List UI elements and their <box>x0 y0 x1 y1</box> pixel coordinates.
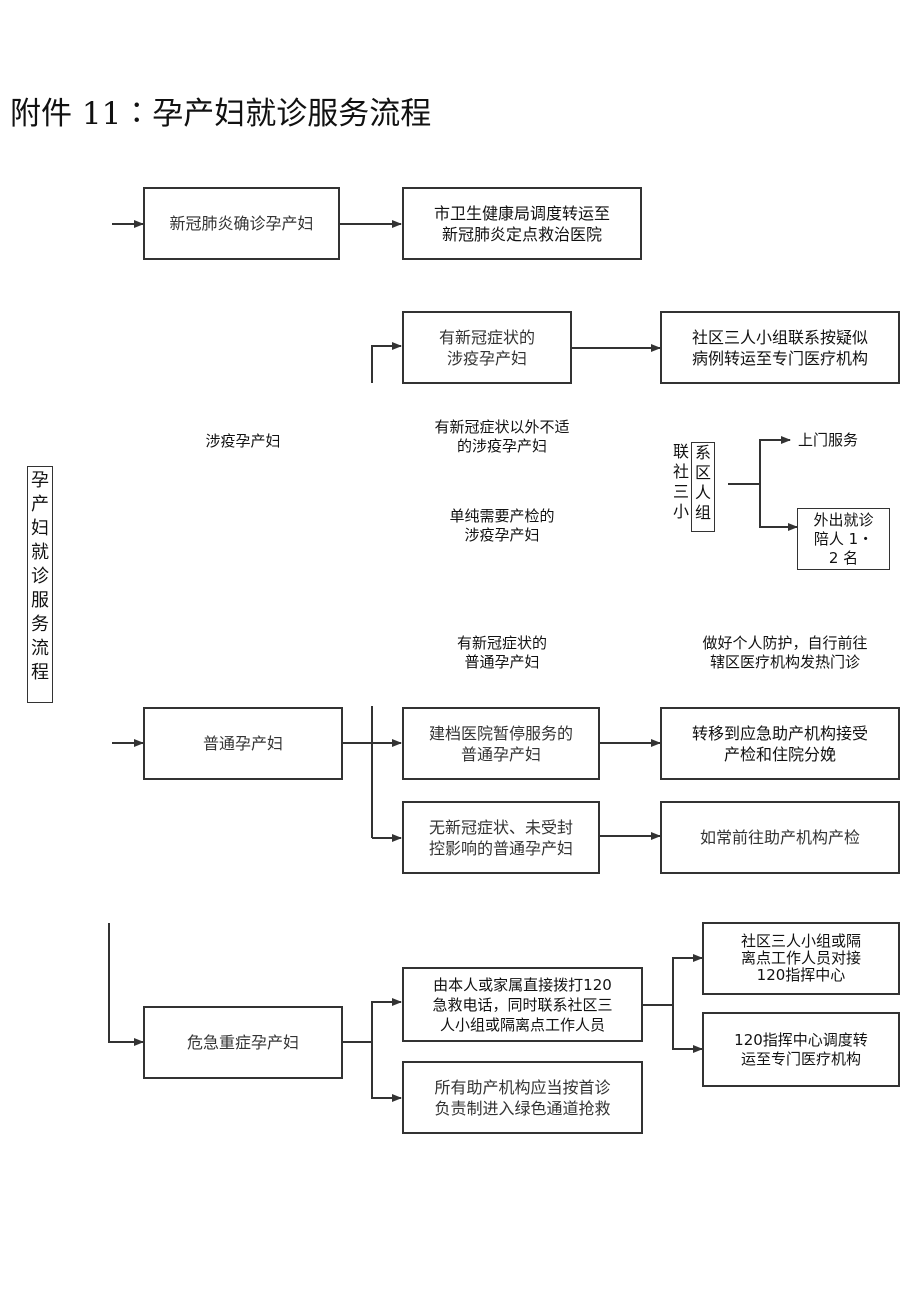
side-label-char: 流 <box>31 638 49 659</box>
exposed-symptom-target-box: 社区三人小组联系按疑似 病例转运至专门医疗机构 <box>660 311 900 384</box>
side-label-char: 服 <box>31 590 49 611</box>
dispatch-box: 120指挥中心调度转 运至专门医疗机构 <box>702 1012 900 1087</box>
critical-box: 危急重症孕产妇 <box>143 1006 343 1079</box>
other-discomfort-label: 有新冠症状以外不适 的涉疫孕产妇 <box>434 418 570 455</box>
outside-visit-box: 外出就诊 陪人 1・ 2 名 <box>797 508 890 570</box>
side-label-char: 妇 <box>31 518 49 539</box>
arrow-into-symptom-exposed <box>371 342 402 383</box>
arrow-to-dispatch <box>672 1005 703 1053</box>
arrow-into-critical <box>108 923 144 1046</box>
contact-char: 三 <box>673 482 690 501</box>
contact-char: 组 <box>694 503 711 522</box>
contact-char: 人 <box>694 483 711 502</box>
side-label-char: 务 <box>31 614 49 635</box>
normal-box: 普通孕产妇 <box>143 707 343 780</box>
emergency-call-box: 由本人或家属直接拨打120 急救电话，同时联系社区三 人小组或隔离点工作人员 <box>402 967 643 1042</box>
green-channel-box: 所有助产机构应当按首诊 负责制进入绿色通道抢救 <box>402 1061 643 1134</box>
normal-symptom-action-label: 做好个人防护，自行前往 辖区医疗机构发热门诊 <box>702 634 868 671</box>
side-label-char: 诊 <box>31 566 49 587</box>
home-service-label: 上门服务 <box>798 431 859 449</box>
arrow-to-green-channel <box>371 1042 402 1102</box>
side-vertical-label: 孕产妇就诊服务流程 <box>27 466 53 703</box>
exposed-symptom-box: 有新冠症状的 涉疫孕产妇 <box>402 311 572 384</box>
exposed-label: 涉疫孕产妇 <box>205 432 281 450</box>
contact-char: 小 <box>673 502 690 521</box>
confirmed-target-box: 市卫生健康局调度转运至 新冠肺炎定点救治医院 <box>402 187 642 260</box>
contact-char: 区 <box>694 463 711 482</box>
side-label-char: 就 <box>31 542 49 563</box>
arrow-to-home-service <box>759 436 791 484</box>
contact-column-b: 系区人组 <box>691 442 715 532</box>
contact-column-a: 联社三小 <box>673 442 693 530</box>
liaison-box: 社区三人小组或隔 离点工作人员对接 120指挥中心 <box>702 922 900 995</box>
contact-char: 社 <box>673 462 690 481</box>
page-title: 附件 11∶孕产妇就诊服务流程 <box>10 96 432 132</box>
side-label-char: 程 <box>31 662 49 683</box>
normal-symptom-label: 有新冠症状的 普通孕产妇 <box>456 634 547 671</box>
suspended-box: 建档医院暂停服务的 普通孕产妇 <box>402 707 600 780</box>
contact-char: 联 <box>673 442 690 461</box>
suspended-target-box: 转移到应急助产机构接受 产检和住院分娩 <box>660 707 900 780</box>
side-label-char: 产 <box>31 494 49 515</box>
confirmed-box: 新冠肺炎确诊孕产妇 <box>143 187 340 260</box>
unaffected-box: 无新冠症状、未受封 控影响的普通孕产妇 <box>402 801 600 874</box>
checkup-only-label: 单纯需要产检的 涉疫孕产妇 <box>449 507 555 544</box>
arrow-to-call-box <box>371 998 402 1042</box>
side-label-char: 孕 <box>31 470 49 491</box>
arrow-to-outside-visit <box>759 484 798 531</box>
contact-char: 系 <box>694 443 711 462</box>
arrow-to-liaison <box>672 954 703 1005</box>
unaffected-target-box: 如常前往助产机构产检 <box>660 801 900 874</box>
